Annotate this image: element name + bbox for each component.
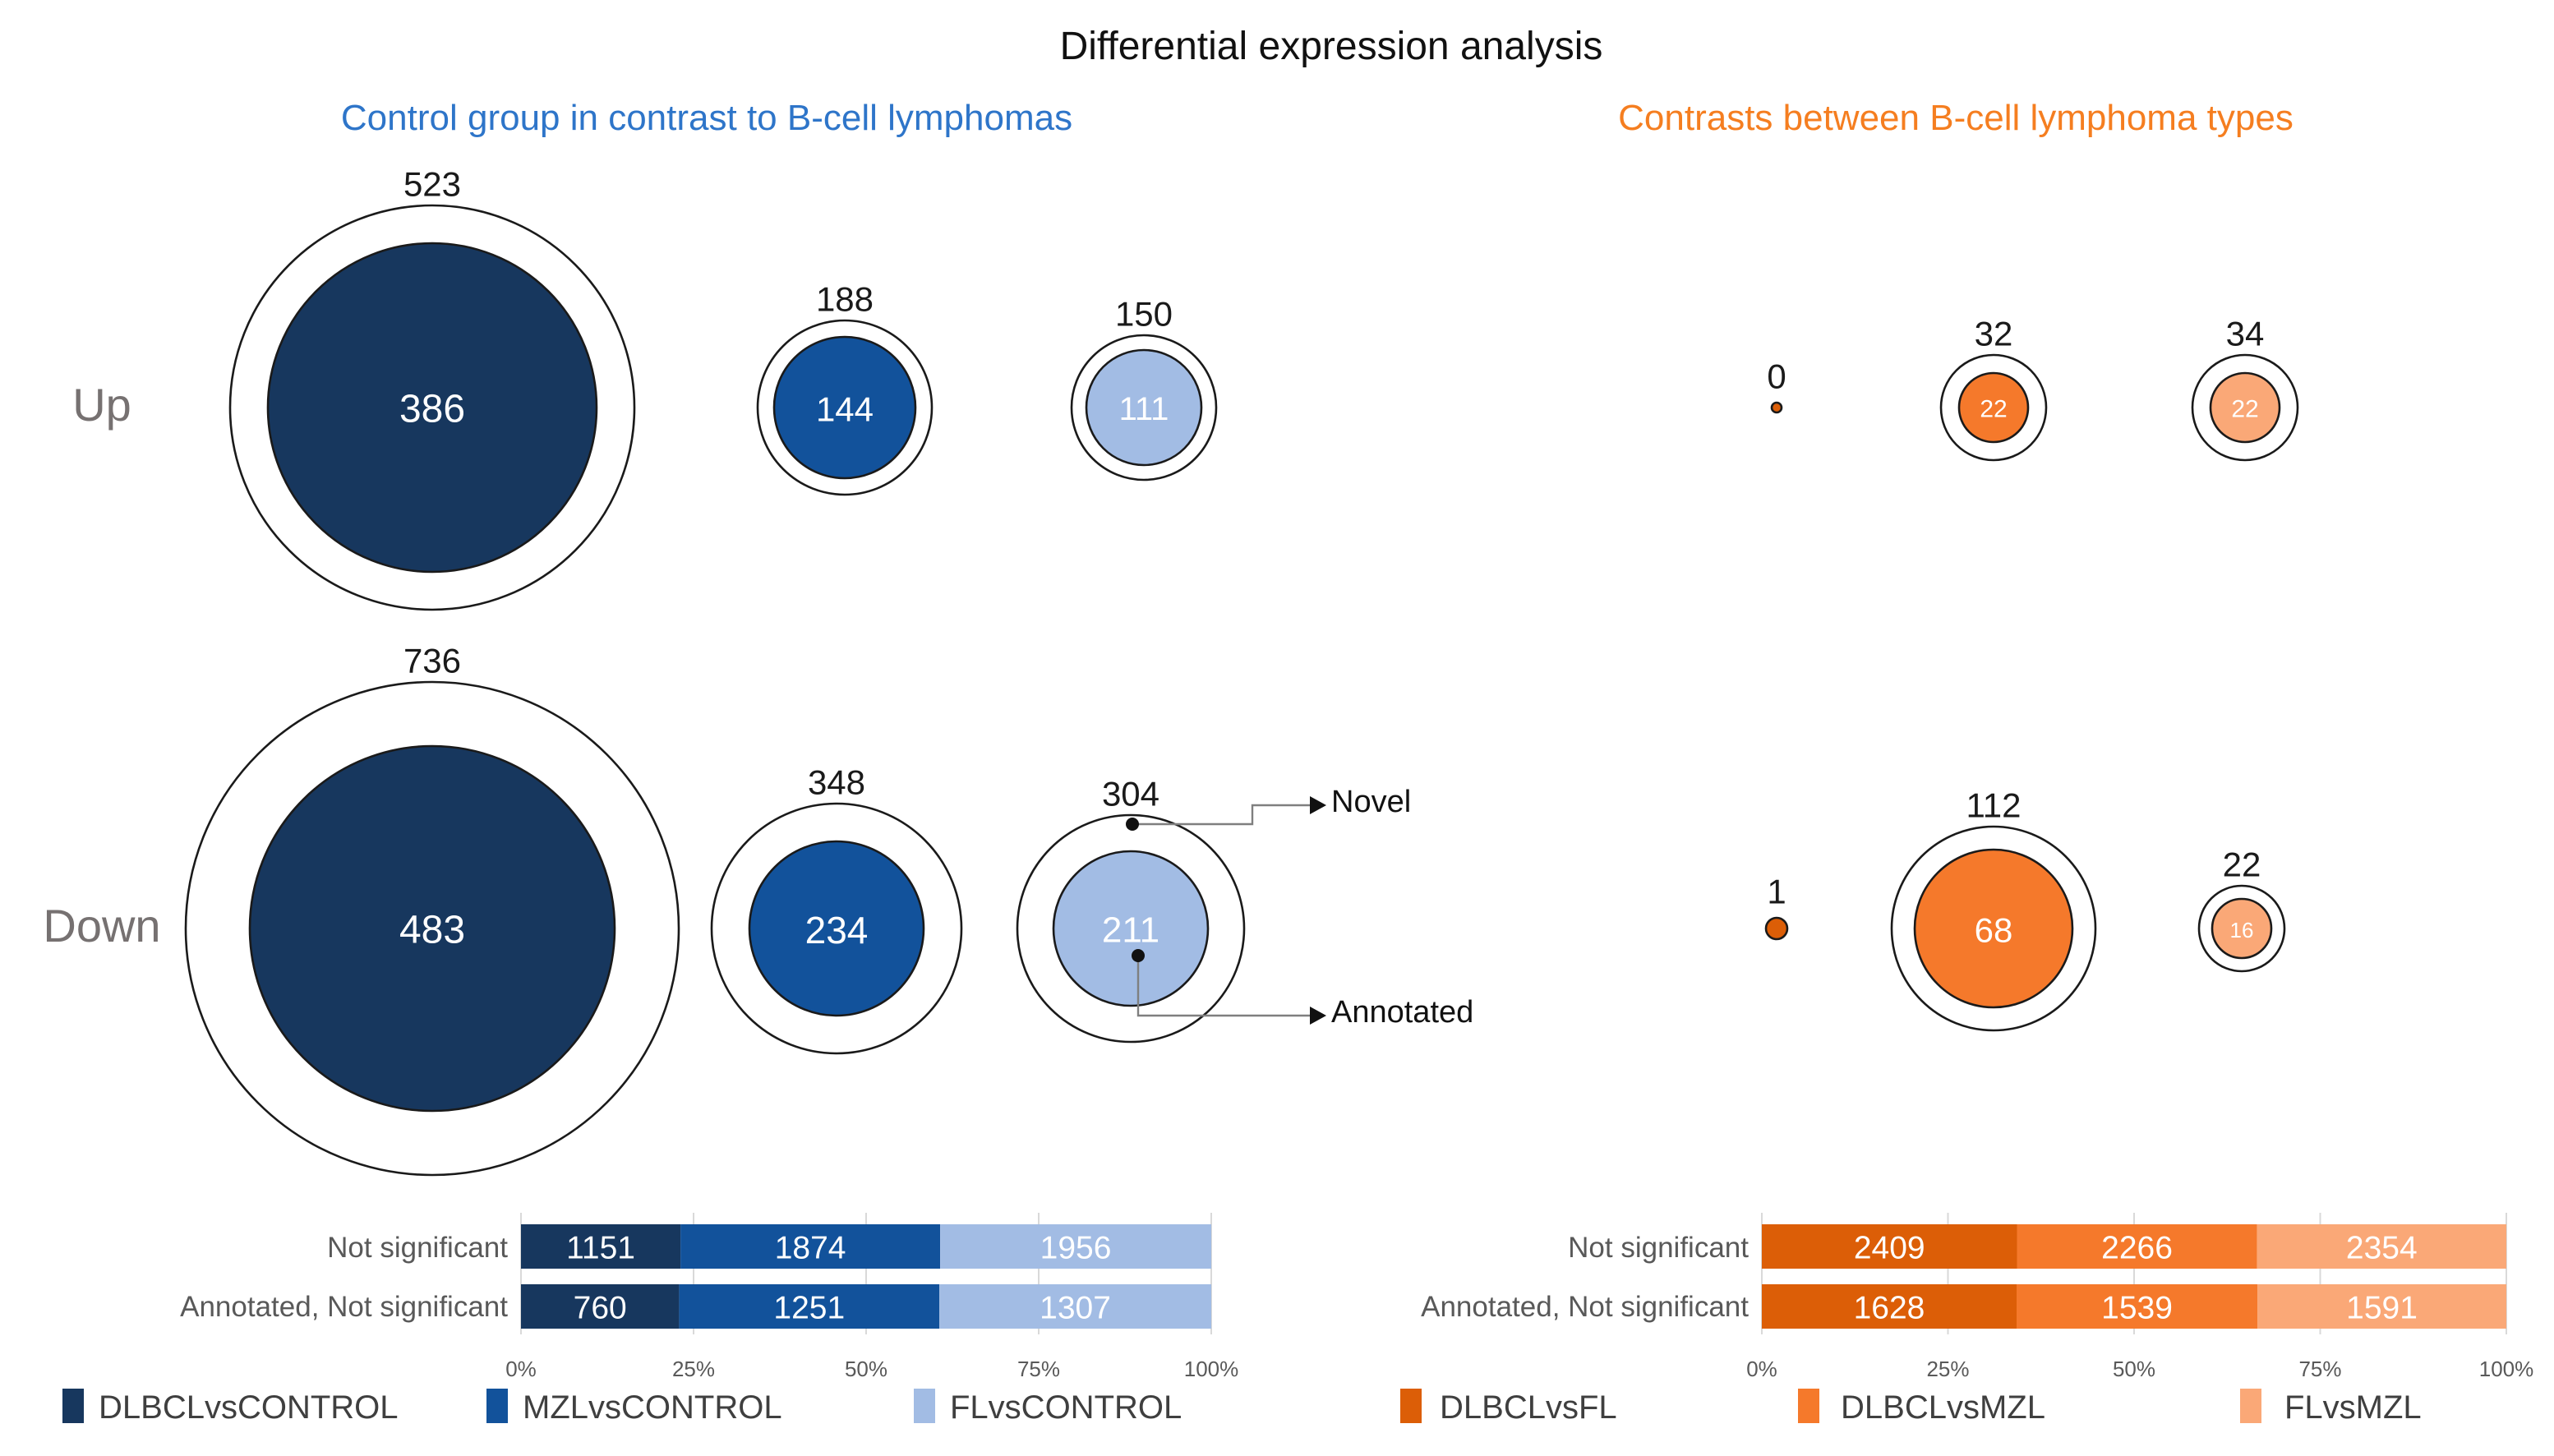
annotated-callout-dot: [1132, 949, 1145, 962]
novel-callout-dot: [1126, 818, 1139, 831]
annotated-callout-arrowhead-icon: [1310, 1007, 1326, 1025]
bar-segment-value: 1307: [1040, 1291, 1111, 1326]
x-axis-tick-label: 100%: [2479, 1357, 2534, 1381]
bar-segment-value: 1151: [566, 1231, 635, 1266]
bubble-dot-DLBCLvsFL-Up: [1770, 401, 1783, 414]
bar-segment-DLBCLvsMZL: [2016, 1284, 2258, 1329]
bubble-annotated-label: 22: [1980, 396, 2007, 423]
bubble-inner-DLBCLvsMZL-Down: [1913, 848, 2074, 1009]
figure-title: Differential expression analysis: [1059, 25, 1603, 69]
bubble-total-label: 523: [403, 165, 461, 204]
bar-segment-value: 1628: [1854, 1291, 1925, 1326]
bubble-annotated-label: 211: [1102, 910, 1159, 951]
bubble-annotated-label: 111: [1119, 391, 1169, 427]
bubble-total-label: 736: [403, 642, 461, 680]
x-axis-tick-label: 25%: [1926, 1357, 1969, 1381]
x-axis-tick-label: 75%: [1017, 1357, 1060, 1381]
bubble-total-label: 1: [1767, 873, 1786, 911]
bubble-dot-DLBCLvsFL-Down: [1764, 916, 1789, 941]
bubble-inner-FLvsCONTROL-Up: [1085, 348, 1203, 467]
bar-segment-FLvsMZL: [2257, 1284, 2506, 1329]
section-header-control: Control group in contrast to B-cell lymp…: [340, 97, 1073, 138]
row-label-down: Down: [43, 901, 161, 951]
x-axis-tick-label: 0%: [505, 1357, 537, 1381]
bubble-inner-MZLvsCONTROL-Up: [772, 335, 917, 480]
bar-segment-FLvsMZL: [2257, 1224, 2506, 1269]
x-axis-tick-label: 0%: [1746, 1357, 1777, 1381]
legend-swatch-FLvsCONTROL: [914, 1389, 935, 1423]
legend-label-FLvsCONTROL: FLvsCONTROL: [950, 1389, 1182, 1426]
bar-segment-FLvsCONTROL: [940, 1224, 1211, 1269]
annotation-label-annotated: Annotated: [1331, 996, 1474, 1030]
annotation-label-novel: Novel: [1331, 786, 1412, 820]
bubble-annotated-label: 16: [2230, 918, 2254, 942]
bar-segment-value: 1956: [1040, 1231, 1112, 1266]
bubble-annotated-label: 144: [816, 390, 874, 429]
bubble-total-label: 22: [2223, 845, 2261, 884]
bubble-annotated-label: 22: [2231, 396, 2258, 423]
annotated-callout-line: [1136, 956, 1310, 1017]
legend-swatch-DLBCLvsMZL: [1798, 1389, 1819, 1423]
bubble-annotated-label: 234: [805, 909, 869, 951]
bubble-annotated-label: 68: [1975, 911, 2013, 950]
bar-segment-DLBCLvsMZL: [2017, 1224, 2257, 1269]
bar-segment-MZLvsCONTROL: [679, 1284, 940, 1329]
x-axis-tick-label: 75%: [2298, 1357, 2341, 1381]
bubble-inner-FLvsCONTROL-Down: [1052, 850, 1210, 1007]
bubble-total-label: 348: [808, 763, 865, 802]
bar-segment-value: 1874: [775, 1231, 846, 1266]
bar-segment-value: 1591: [2346, 1291, 2418, 1326]
bar-segment-DLBCLvsFL: [1762, 1284, 2017, 1329]
bubble-inner-FLvsMZL-Up: [2209, 371, 2281, 444]
bubble-total-label: 32: [1975, 315, 2013, 353]
bar-segment-FLvsCONTROL: [939, 1284, 1211, 1329]
bar-segment-value: 1251: [773, 1291, 845, 1326]
bar-category-label: Annotated, Not significant: [1421, 1290, 1749, 1323]
bubble-inner-DLBCLvsMZL-Up: [1957, 371, 2030, 444]
bubble-inner-DLBCLvsCONTROL-Down: [248, 744, 616, 1113]
bubble-total-label: 150: [1115, 295, 1173, 334]
x-axis-tick-label: 25%: [672, 1357, 715, 1381]
bubble-annotated-label: 483: [399, 909, 465, 952]
bar-segment-MZLvsCONTROL: [680, 1224, 941, 1269]
legend-swatch-FLvsMZL: [2240, 1389, 2261, 1423]
bar-segment-DLBCLvsCONTROL: [521, 1224, 681, 1269]
bubble-total-label: 0: [1767, 357, 1786, 396]
bubble-total-label: 34: [2226, 315, 2265, 353]
bar-segment-DLBCLvsFL: [1762, 1224, 2017, 1269]
novel-callout-line: [1132, 804, 1310, 826]
legend-label-MZLvsCONTROL: MZLvsCONTROL: [523, 1389, 782, 1426]
bar-segment-value: 2409: [1854, 1231, 1925, 1266]
legend-label-FLvsMZL: FLvsMZL: [2284, 1389, 2422, 1426]
bubble-annotated-label: 386: [399, 388, 465, 431]
row-label-up: Up: [72, 380, 131, 431]
bubble-total-label: 304: [1102, 775, 1159, 813]
legend-swatch-DLBCLvsFL: [1400, 1389, 1422, 1423]
legend-swatch-MZLvsCONTROL: [486, 1389, 508, 1423]
bar-segment-value: 2354: [2346, 1231, 2418, 1266]
bubble-inner-DLBCLvsCONTROL-Up: [266, 242, 598, 574]
bubble-inner-FLvsMZL-Down: [2211, 897, 2273, 960]
novel-callout-arrowhead-icon: [1310, 796, 1326, 814]
bubble-inner-MZLvsCONTROL-Down: [748, 840, 925, 1017]
bar-category-label: Not significant: [327, 1230, 508, 1263]
bar-category-label: Not significant: [1568, 1230, 1749, 1263]
legend-swatch-DLBCLvsCONTROL: [62, 1389, 84, 1423]
bar-segment-value: 2266: [2101, 1231, 2173, 1266]
bar-segment-value: 760: [574, 1291, 627, 1326]
legend-label-DLBCLvsCONTROL: DLBCLvsCONTROL: [99, 1389, 399, 1426]
x-axis-tick-label: 50%: [845, 1357, 887, 1381]
x-axis-tick-label: 50%: [2113, 1357, 2155, 1381]
bar-segment-DLBCLvsCONTROL: [521, 1284, 680, 1329]
bar-category-label: Annotated, Not significant: [180, 1290, 508, 1323]
legend-label-DLBCLvsFL: DLBCLvsFL: [1440, 1389, 1617, 1426]
section-header-lymphoma-types: Contrasts between B-cell lymphoma types: [1618, 97, 2294, 138]
bubble-total-label: 112: [1966, 786, 2022, 825]
x-axis-tick-label: 100%: [1184, 1357, 1239, 1381]
bubble-total-label: 188: [816, 280, 874, 319]
bar-segment-value: 1539: [2101, 1291, 2173, 1326]
legend-label-DLBCLvsMZL: DLBCLvsMZL: [1841, 1389, 2045, 1426]
